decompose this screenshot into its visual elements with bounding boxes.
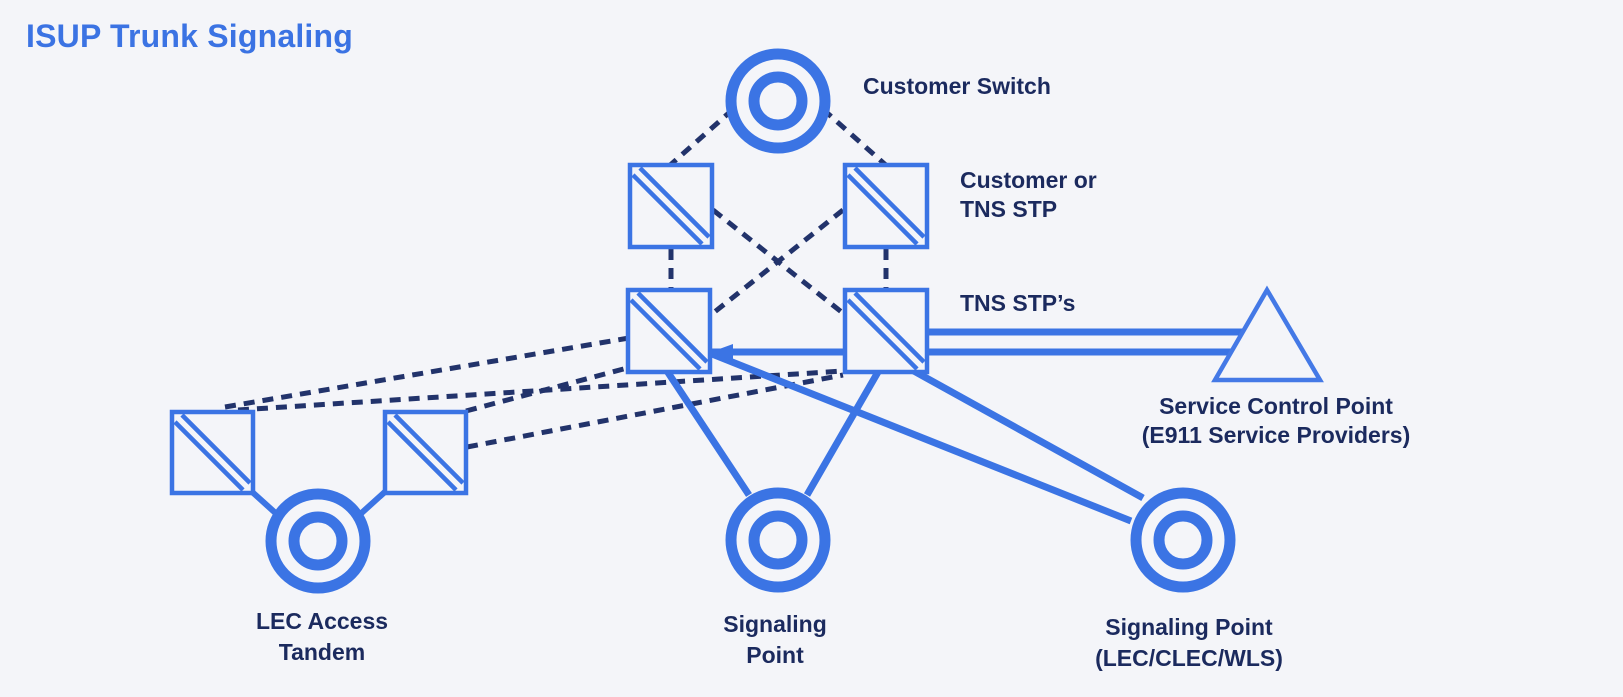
customer-switch-label: Customer Switch <box>863 73 1051 99</box>
customer-stp-square-right <box>842 162 930 250</box>
customer-stp-label-line1: Customer or <box>960 167 1097 193</box>
dashed-link-switch-to-right-stp <box>823 109 890 169</box>
stp-diagonal-stripe <box>853 166 926 239</box>
signaling-point-right-node <box>1130 487 1236 593</box>
page-title: ISUP Trunk Signaling <box>26 18 354 54</box>
arrowhead-left-icon <box>711 344 733 361</box>
inner-ring <box>288 511 348 571</box>
customer-stp-square-left <box>627 162 715 250</box>
lec-label-line1: LEC Access <box>255 608 389 634</box>
lec-stp-square-left <box>169 409 256 496</box>
solid-links-group <box>247 328 1243 525</box>
stp-square <box>842 287 930 375</box>
solid-link-tnsleft-to-spright <box>710 350 1133 525</box>
stp-square <box>169 409 256 496</box>
scp-label-line2: (E911 Service Providers) <box>1141 422 1411 448</box>
solid-link-tnsleft-to-spmid <box>664 369 752 497</box>
stp-square <box>842 162 930 250</box>
circle-nodes-group <box>265 48 1236 594</box>
service-control-point-label: Service Control Point (E911 Service Prov… <box>1076 392 1476 450</box>
scp-label-line1: Service Control Point <box>1159 393 1393 419</box>
customer-stp-label: Customer or TNS STP <box>960 166 1097 224</box>
stp-diagonal-stripe <box>638 166 711 239</box>
tns-stp-square-left <box>625 287 713 375</box>
tns-stp-label: TNS STP’s <box>960 290 1076 316</box>
dashed-link-lec1-to-tnsright <box>237 368 844 413</box>
solid-link-tnsright-to-spmid <box>803 370 882 497</box>
lec-access-tandem-label: LEC Access Tandem <box>172 606 472 668</box>
stp-diagonal-stripe <box>846 173 919 246</box>
inner-ring <box>748 71 808 131</box>
stp-squares-group <box>169 162 930 496</box>
dashed-link-lec2-to-tnsright <box>466 372 844 450</box>
stp-diagonal-stripe <box>393 413 465 485</box>
stp-diagonal-stripe <box>173 420 245 492</box>
lec-label-line2: Tandem <box>278 639 366 665</box>
signaling-point-right-label: Signaling Point (LEC/CLEC/WLS) <box>989 612 1389 674</box>
signaling-point-mid-label: Signaling Point <box>625 609 925 671</box>
stp-square <box>625 287 713 375</box>
dashed-link-lec2-to-tnsleft <box>465 364 632 414</box>
solid-link-tnsright-to-spright <box>901 361 1145 502</box>
stp-square <box>382 409 469 496</box>
stp-diagonal-stripe <box>846 298 919 371</box>
tns-stp-square-right <box>842 287 930 375</box>
dashed-link-switch-to-left-stp <box>666 109 733 169</box>
signaling-point-mid-node <box>725 487 831 593</box>
sp-mid-label-line2: Point <box>746 642 804 668</box>
customer-stp-label-line2: TNS STP <box>960 196 1058 222</box>
inner-ring <box>748 510 808 570</box>
sp-mid-label-line1: Signaling <box>723 611 827 637</box>
stp-diagonal-stripe <box>386 420 458 492</box>
customer-switch-node <box>725 48 831 154</box>
dashed-link-cross-right-to-left <box>710 208 845 316</box>
stp-diagonal-stripe <box>631 173 704 246</box>
sp-right-label-line1: Signaling Point <box>1105 614 1273 640</box>
stp-diagonal-stripe <box>629 298 702 371</box>
inner-ring <box>1153 510 1213 570</box>
stp-diagonal-stripe <box>853 291 926 364</box>
dashed-links-group <box>224 109 890 450</box>
service-control-point-triangle <box>1211 285 1324 383</box>
lec-stp-square-right <box>382 409 469 496</box>
dashed-link-lec1-to-tnsleft <box>224 335 630 410</box>
sp-right-label-line2: (LEC/CLEC/WLS) <box>1095 645 1283 671</box>
stp-diagonal-stripe <box>180 413 252 485</box>
stp-square <box>627 162 715 250</box>
stp-diagonal-stripe <box>636 291 709 364</box>
lec-access-tandem-node <box>265 488 371 594</box>
